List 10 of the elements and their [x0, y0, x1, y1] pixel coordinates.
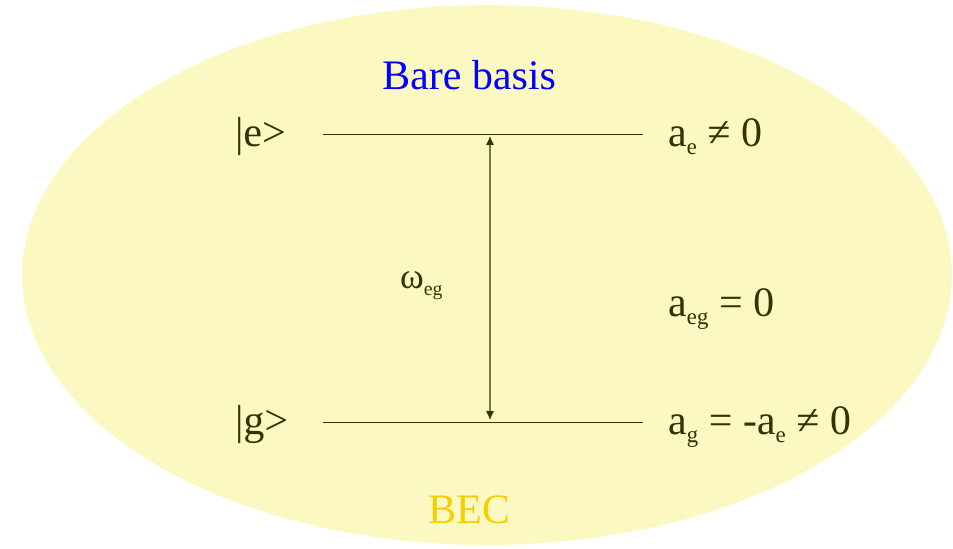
state-label: |g>	[235, 400, 288, 442]
amplitude-label: a$_{g}$ = -a$_{e}$ ≠ 0	[668, 400, 851, 446]
heading: Bare basis	[382, 55, 556, 97]
edge-label: ω$_{eg}$	[400, 258, 442, 300]
region-label: BEC	[428, 489, 510, 531]
amplitude-label: a$_{e}$ ≠ 0	[668, 112, 762, 158]
double-arrow	[486, 137, 494, 419]
amplitude-label: a$_{eg}$ = 0	[668, 282, 774, 328]
ellipse-region	[22, 5, 952, 545]
state-label: |e>	[235, 112, 286, 154]
